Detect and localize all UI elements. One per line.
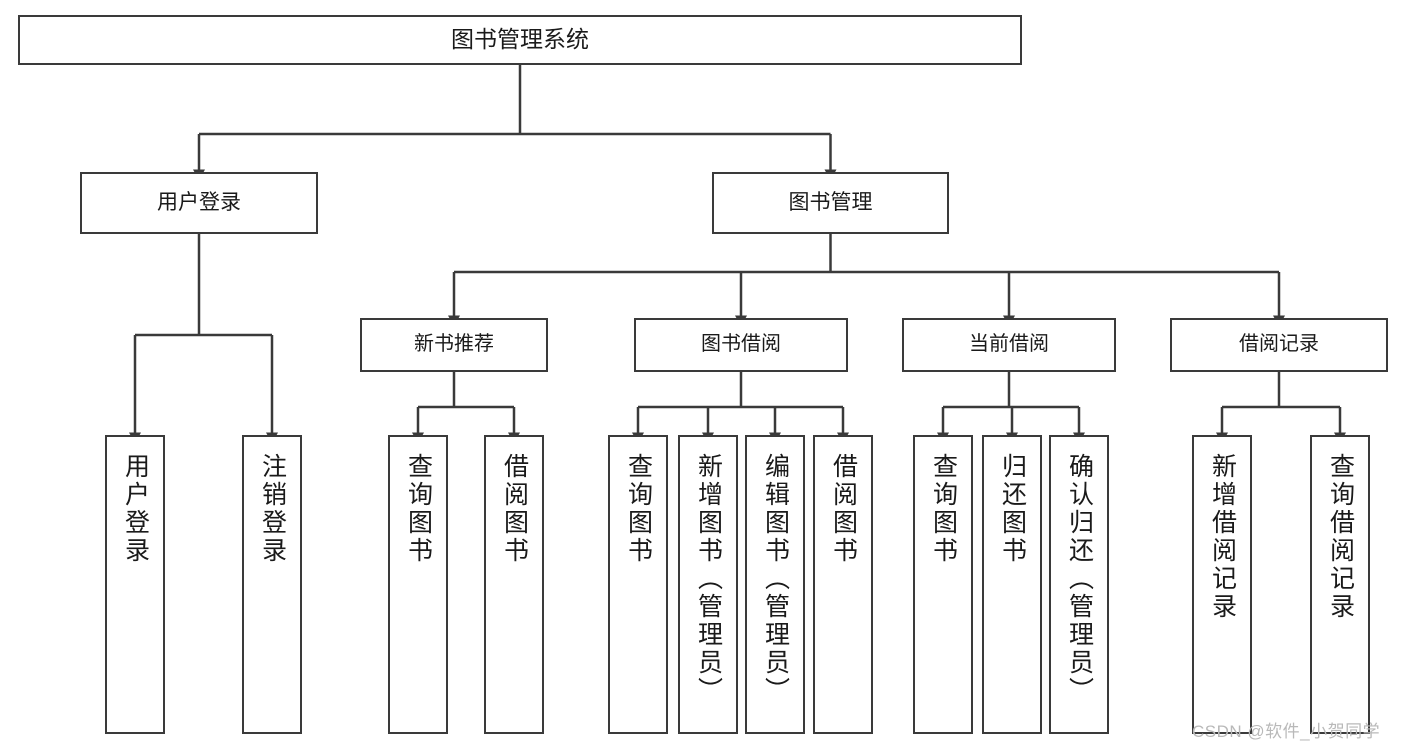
node-label: 新增图书（管理员） xyxy=(694,453,723,705)
node-leaf-add-book[interactable]: 新增图书（管理员） xyxy=(678,435,738,734)
node-current-borrow[interactable]: 当前借阅 xyxy=(902,318,1116,372)
node-leaf-return-book[interactable]: 归还图书 xyxy=(982,435,1042,734)
node-leaf-query-book-borrow[interactable]: 查询图书 xyxy=(608,435,668,734)
node-root[interactable]: 图书管理系统 xyxy=(18,15,1022,65)
node-label: 查询图书 xyxy=(929,453,958,565)
node-label: 查询图书 xyxy=(624,453,653,565)
node-label: 查询图书 xyxy=(404,453,433,565)
node-label: 图书管理系统 xyxy=(451,26,589,53)
node-label: 归还图书 xyxy=(998,453,1027,565)
node-book-management[interactable]: 图书管理 xyxy=(712,172,949,234)
node-label: 借阅记录 xyxy=(1239,333,1319,356)
node-label: 新书推荐 xyxy=(414,333,494,356)
node-label: 当前借阅 xyxy=(969,333,1049,356)
node-leaf-user-login[interactable]: 用户登录 xyxy=(105,435,165,734)
node-label: 用户登录 xyxy=(121,453,150,565)
node-leaf-add-record[interactable]: 新增借阅记录 xyxy=(1192,435,1252,734)
node-leaf-borrow-book-rec[interactable]: 借阅图书 xyxy=(484,435,544,734)
node-leaf-edit-book[interactable]: 编辑图书（管理员） xyxy=(745,435,805,734)
node-leaf-query-record[interactable]: 查询借阅记录 xyxy=(1310,435,1370,734)
node-leaf-query-book-rec[interactable]: 查询图书 xyxy=(388,435,448,734)
node-label: 借阅图书 xyxy=(500,453,529,565)
node-new-book-recommend[interactable]: 新书推荐 xyxy=(360,318,548,372)
node-label: 确认归还（管理员） xyxy=(1065,453,1094,705)
node-leaf-borrow-book[interactable]: 借阅图书 xyxy=(813,435,873,734)
node-label: 图书借阅 xyxy=(701,333,781,356)
node-label: 编辑图书（管理员） xyxy=(761,453,790,705)
node-borrow-record[interactable]: 借阅记录 xyxy=(1170,318,1388,372)
node-book-borrow[interactable]: 图书借阅 xyxy=(634,318,848,372)
node-leaf-query-book-current[interactable]: 查询图书 xyxy=(913,435,973,734)
node-label: 查询借阅记录 xyxy=(1326,453,1355,621)
node-label: 借阅图书 xyxy=(829,453,858,565)
node-leaf-user-logout[interactable]: 注销登录 xyxy=(242,435,302,734)
node-label: 用户登录 xyxy=(157,190,241,214)
node-label: 新增借阅记录 xyxy=(1208,453,1237,621)
node-leaf-confirm-return[interactable]: 确认归还（管理员） xyxy=(1049,435,1109,734)
node-label: 注销登录 xyxy=(258,453,287,565)
watermark: CSDN @软件_小贺同学 xyxy=(1192,722,1381,741)
node-user-login[interactable]: 用户登录 xyxy=(80,172,318,234)
node-label: 图书管理 xyxy=(788,190,873,214)
